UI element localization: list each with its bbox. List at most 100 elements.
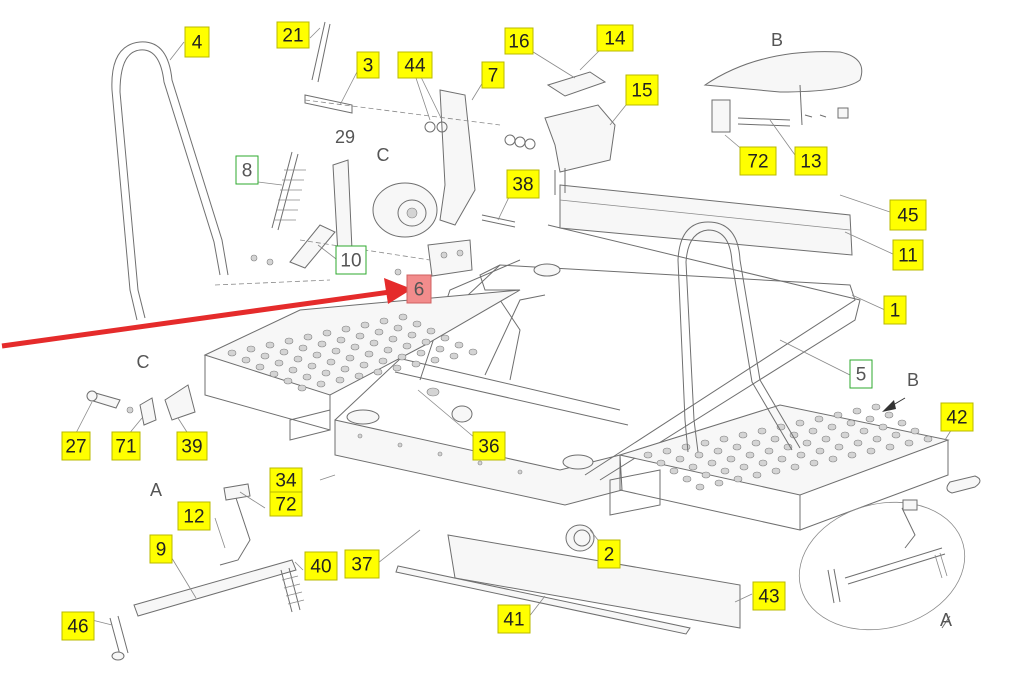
callout-label: 3 (363, 56, 374, 77)
part-label-29: 29 (335, 127, 355, 147)
perforation (265, 341, 275, 349)
perforation (260, 352, 270, 360)
perforation (397, 353, 407, 361)
callout-1[interactable]: 1 (883, 295, 907, 325)
perforation (738, 431, 748, 439)
callout-box (625, 74, 659, 106)
perforation (307, 362, 317, 370)
perforation (777, 455, 787, 463)
perforation (866, 447, 876, 455)
callout-label: 9 (156, 540, 167, 561)
perforation (317, 340, 327, 348)
callout-13[interactable]: 13 (794, 146, 828, 176)
perforation (303, 333, 313, 341)
callout-box (335, 245, 367, 275)
perforation (440, 334, 450, 342)
callout-6[interactable]: 6 (406, 274, 432, 304)
perforation (279, 348, 289, 356)
perforation (726, 455, 736, 463)
callout-43[interactable]: 43 (752, 581, 786, 611)
perforation (297, 384, 307, 392)
callout-11[interactable]: 11 (892, 239, 924, 271)
roll-bar-left (111, 41, 229, 321)
perforation (316, 380, 326, 388)
callout-16[interactable]: 16 (504, 27, 534, 55)
callout-46[interactable]: 46 (61, 611, 95, 641)
perforation (392, 364, 402, 372)
callout-box (406, 274, 432, 304)
callout-label: 11 (898, 246, 918, 267)
callout-14[interactable]: 14 (596, 24, 634, 52)
callout-3[interactable]: 3 (356, 51, 380, 79)
roll-bar-right (677, 221, 801, 453)
callout-box (504, 27, 534, 55)
callout-label: 46 (67, 617, 88, 638)
callout-label: 44 (404, 56, 426, 77)
callout-38[interactable]: 38 (506, 169, 540, 199)
callout-4[interactable]: 4 (184, 26, 210, 58)
callout-45[interactable]: 45 (889, 199, 927, 231)
callout-72[interactable]: 72 (269, 491, 303, 517)
perforation (241, 356, 251, 364)
callout-21[interactable]: 21 (276, 21, 310, 49)
callout-7[interactable]: 7 (481, 61, 505, 89)
callout-27[interactable]: 27 (61, 431, 91, 461)
perforation (802, 439, 812, 447)
perforation (795, 419, 805, 427)
perforation (884, 411, 894, 419)
view-letter-a: A (150, 480, 162, 500)
perforation (393, 324, 403, 332)
perforation (364, 350, 374, 358)
callout-label: 45 (897, 206, 918, 227)
perforation (321, 369, 331, 377)
callout-39[interactable]: 39 (176, 431, 208, 461)
callout-5[interactable]: 5 (849, 359, 873, 389)
perforation (454, 341, 464, 349)
red-pointer-arrow (1, 278, 412, 349)
perforation (859, 427, 869, 435)
perforation (421, 338, 431, 346)
perforation (745, 451, 755, 459)
callout-41[interactable]: 41 (497, 604, 531, 634)
perforation (449, 352, 459, 360)
callout-9[interactable]: 9 (149, 534, 173, 564)
callout-label: 16 (508, 32, 529, 53)
callout-15[interactable]: 15 (625, 74, 659, 106)
perforation (360, 321, 370, 329)
callout-34[interactable]: 34 (269, 467, 303, 493)
perforation (700, 439, 710, 447)
perforation (840, 431, 850, 439)
callout-box (304, 551, 338, 581)
perforation (336, 336, 346, 344)
view-letter-c-detail: C (137, 352, 150, 372)
callout-label: 37 (351, 555, 372, 576)
perforation (398, 313, 408, 321)
callout-box (276, 21, 310, 49)
perforation (326, 358, 336, 366)
perforation (656, 459, 666, 467)
callout-10[interactable]: 10 (335, 245, 367, 275)
callout-12[interactable]: 12 (177, 501, 211, 531)
perforation (246, 345, 256, 353)
perforation (675, 455, 685, 463)
callout-36[interactable]: 36 (472, 431, 506, 461)
callout-42[interactable]: 42 (940, 402, 974, 432)
perforation (383, 346, 393, 354)
perforation (853, 439, 863, 447)
callout-40[interactable]: 40 (304, 551, 338, 581)
callout-8[interactable]: 8 (235, 155, 259, 185)
callout-2[interactable]: 2 (597, 539, 621, 569)
perforation (331, 347, 341, 355)
grill-42 (946, 475, 981, 494)
perforation (752, 471, 762, 479)
callout-72[interactable]: 72 (739, 146, 777, 176)
perforation (695, 483, 705, 491)
view-letter-b-top: B (771, 30, 783, 50)
callout-44[interactable]: 44 (397, 51, 433, 79)
callout-37[interactable]: 37 (344, 549, 380, 579)
callout-71[interactable]: 71 (111, 431, 141, 461)
perforation (688, 463, 698, 471)
perforation (412, 320, 422, 328)
perforation (751, 439, 761, 447)
detail-a-circle (798, 499, 966, 631)
